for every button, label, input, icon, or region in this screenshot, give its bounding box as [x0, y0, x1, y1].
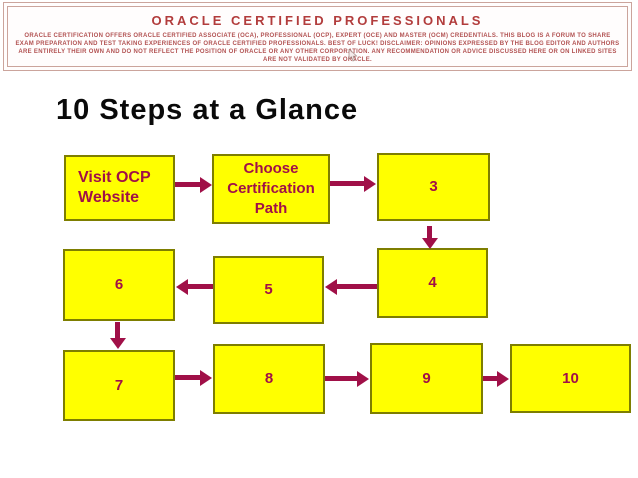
disclaimer-line: ARE ENTIRELY THEIR OWN AND DO NOT REFLEC… [18, 49, 617, 55]
arrow-step5-to-step6-icon [176, 278, 213, 295]
flow-step-8: 8 [213, 344, 325, 414]
blog-disclaimer: ORACLE CERTIFICATION OFFERS ORACLE CERTI… [8, 32, 627, 64]
mouse-pointer-icon [348, 49, 358, 62]
disclaimer-line: ARE NOT VALIDATED BY ORACLE. [262, 57, 373, 63]
disclaimer-line: ORACLE CERTIFICATION OFFERS ORACLE CERTI… [24, 33, 611, 39]
flow-step-10: 10 [510, 344, 631, 413]
arrow-step7-to-step8-icon [175, 369, 212, 386]
blog-title: ORACLE CERTIFIED PROFESSIONALS [151, 13, 484, 28]
flow-step-7: 7 [63, 350, 175, 421]
arrow-step3-to-step4-icon [421, 226, 438, 249]
flow-step-3: 3 [377, 153, 490, 221]
header-panel-inner-border: ORACLE CERTIFIED PROFESSIONALS ORACLE CE… [7, 6, 628, 67]
arrow-step8-to-step9-icon [325, 370, 369, 387]
header-panel: ORACLE CERTIFIED PROFESSIONALS ORACLE CE… [3, 2, 632, 71]
flow-step-2-choose-certification-path: Choose Certification Path [212, 154, 330, 224]
flow-step-5: 5 [213, 256, 324, 324]
slide-title: 10 Steps at a Glance [56, 94, 359, 126]
flow-step-6: 6 [63, 249, 175, 321]
flow-step-4: 4 [377, 248, 488, 318]
flow-step-9: 9 [370, 343, 483, 414]
arrow-step4-to-step5-icon [325, 278, 377, 295]
flow-step-1-visit-ocp-website: Visit OCP Website [64, 155, 175, 221]
arrow-step1-to-step2-icon [175, 176, 212, 193]
arrow-step6-to-step7-icon [109, 322, 126, 349]
arrow-step2-to-step3-icon [330, 175, 376, 192]
arrow-step9-to-step10-icon [483, 370, 509, 387]
disclaimer-line: EXAM PREPARATION AND TEST TAKING EXPERIE… [15, 41, 620, 47]
